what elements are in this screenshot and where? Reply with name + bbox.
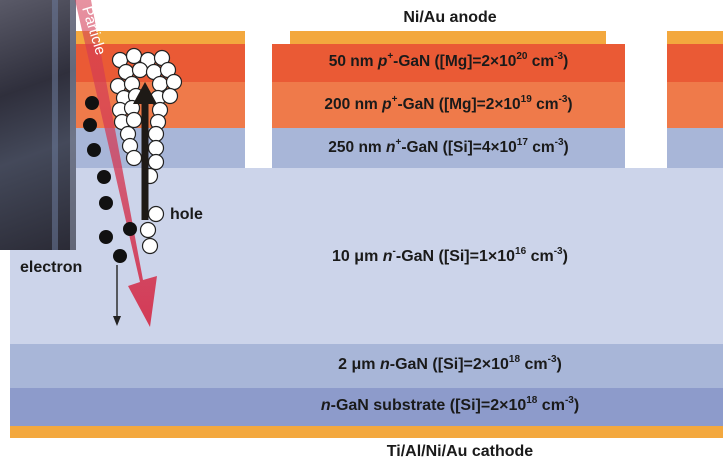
hole-carrier <box>147 205 165 223</box>
p-plus-layer-right <box>667 82 723 128</box>
cathode-contact <box>10 426 723 438</box>
p-plus-heavy-layer-center <box>272 44 625 82</box>
electron-drift-arrowhead <box>113 316 121 326</box>
hole-drift-arrowhead <box>133 82 157 104</box>
hole-carrier <box>151 75 169 93</box>
particle-track-arrow <box>75 0 157 327</box>
anode-label: Ni/Au anode <box>403 9 497 26</box>
electron-label: electron <box>20 259 83 276</box>
n-buffer-layer <box>10 344 723 388</box>
hole-carrier <box>125 111 143 129</box>
electron-carrier <box>97 170 111 184</box>
anode-contact-left <box>75 31 245 44</box>
device-photo-bond-wire <box>52 0 58 250</box>
hole-carrier <box>161 87 179 105</box>
layer-label-p-plus: 200 nm p+-GaN ([Mg]=2×1019 cm-3) <box>324 94 573 114</box>
hole-carrier <box>165 73 183 91</box>
electron-cluster <box>83 96 137 263</box>
hole-carrier <box>147 153 165 171</box>
n-plus-layer-right <box>667 128 723 168</box>
hole-carrier <box>125 149 143 167</box>
n-minus-drift-layer <box>10 168 723 344</box>
electron-carrier <box>87 143 101 157</box>
anode-contact-center <box>290 31 606 44</box>
n-plus-layer-center <box>272 128 625 168</box>
electron-carrier <box>113 249 127 263</box>
hole-carrier <box>139 221 157 239</box>
p-plus-layer-center <box>272 82 625 128</box>
hole-carrier <box>147 139 165 157</box>
hole-carrier <box>131 61 149 79</box>
hole-cluster <box>109 47 183 255</box>
cathode-label: Ti/Al/Ni/Au cathode <box>386 443 534 460</box>
layer-label-n-plus: 250 nm n+-GaN ([Si]=4×1017 cm-3) <box>328 137 569 157</box>
device-photo-edge <box>70 0 76 250</box>
electron-carrier <box>99 230 113 244</box>
hole-carrier <box>125 47 143 65</box>
layer-label-n-minus: 10 μm n--GaN ([Si]=1×1016 cm-3) <box>332 246 568 266</box>
electron-carrier <box>83 118 97 132</box>
hole-label: hole <box>170 206 203 223</box>
electron-carrier <box>85 96 99 110</box>
p-plus-heavy-layer-right <box>667 44 723 82</box>
anode-contact-right <box>667 31 723 44</box>
layer-label-n-buffer: 2 μm n-GaN ([Si]=2×1018 cm-3) <box>338 354 562 374</box>
hole-carrier <box>147 125 165 143</box>
layer-label-substrate: n-GaN substrate ([Si]=2×1018 cm-3) <box>320 395 580 415</box>
electron-carrier <box>123 222 137 236</box>
substrate-layer <box>10 388 723 426</box>
device-photo <box>0 0 76 250</box>
layer-label-p-plus-heavy: 50 nm p+-GaN ([Mg]=2×1020 cm-3) <box>328 51 569 71</box>
electron-carrier <box>99 196 113 210</box>
hole-carrier <box>141 237 159 255</box>
